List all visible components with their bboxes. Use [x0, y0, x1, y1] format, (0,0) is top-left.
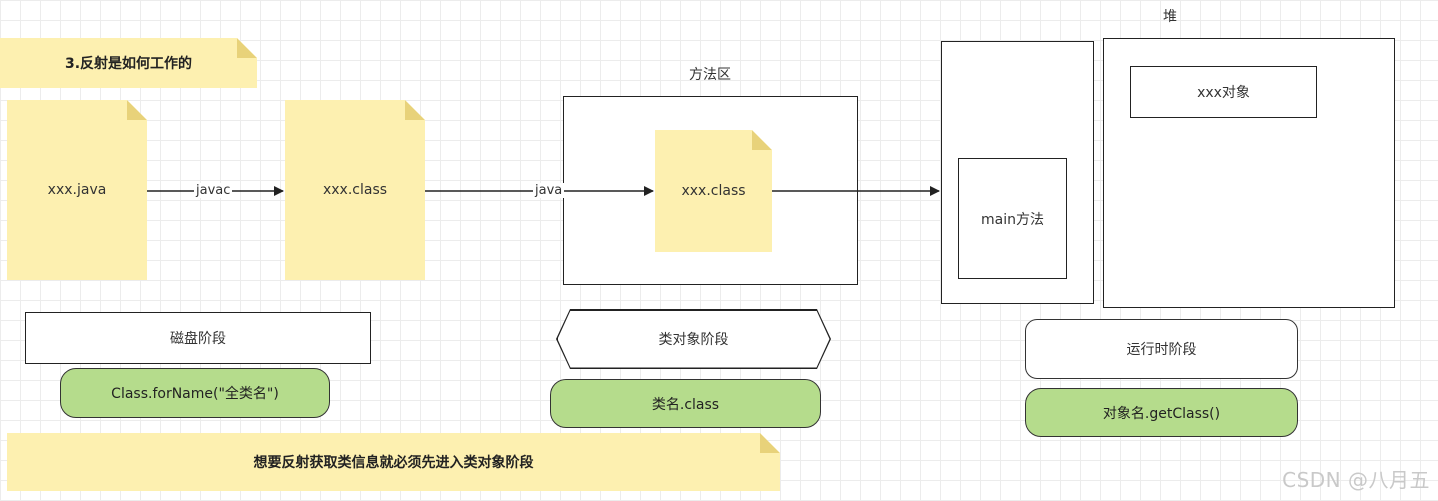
disk-stage-label: 磁盘阶段: [170, 331, 226, 347]
runtime-stage-label: 运行时阶段: [1126, 342, 1197, 358]
get-class-label: 对象名.getClass(): [1102, 405, 1221, 422]
object-box: xxx对象: [1130, 66, 1317, 118]
object-label: xxx对象: [1197, 85, 1250, 101]
edge-label-java: java: [533, 183, 565, 198]
forname-label: Class.forName("全类名"): [111, 386, 279, 402]
forname-pill: Class.forName("全类名"): [60, 368, 330, 418]
footer-note-text: 想要反射获取类信息就必须先进入类对象阶段: [253, 455, 534, 471]
java-file-label: xxx.java: [47, 182, 107, 198]
disk-stage-box: 磁盘阶段: [25, 312, 371, 364]
class-object-stage-box: 类对象阶段: [556, 309, 831, 369]
watermark: CSDN @八月五: [1282, 468, 1430, 492]
class-literal-pill: 类名.class: [550, 379, 821, 428]
get-class-pill: 对象名.getClass(): [1025, 388, 1298, 437]
main-method-box: main方法: [958, 158, 1067, 279]
class-file-method-area-label: xxx.class: [681, 183, 746, 199]
edge-label-javac: javac: [194, 183, 233, 198]
class-file-method-area-note: xxx.class: [655, 130, 772, 252]
main-method-label: main方法: [981, 211, 1044, 228]
title-note: 3.反射是如何工作的: [0, 38, 257, 88]
java-file-note: xxx.java: [7, 100, 147, 280]
class-file-disk-note: xxx.class: [285, 100, 425, 280]
footer-note: 想要反射获取类信息就必须先进入类对象阶段: [7, 433, 780, 491]
class-object-stage-label: 类对象阶段: [658, 332, 729, 348]
method-area-title: 方法区: [689, 67, 731, 83]
class-literal-label: 类名.class: [651, 396, 720, 413]
runtime-stage-box: 运行时阶段: [1025, 319, 1298, 379]
class-file-disk-label: xxx.class: [322, 182, 388, 198]
heap-title: 堆: [1163, 9, 1177, 25]
class-object-stage-inner: 类对象阶段: [558, 311, 830, 368]
page-title: 3.反射是如何工作的: [64, 56, 193, 72]
